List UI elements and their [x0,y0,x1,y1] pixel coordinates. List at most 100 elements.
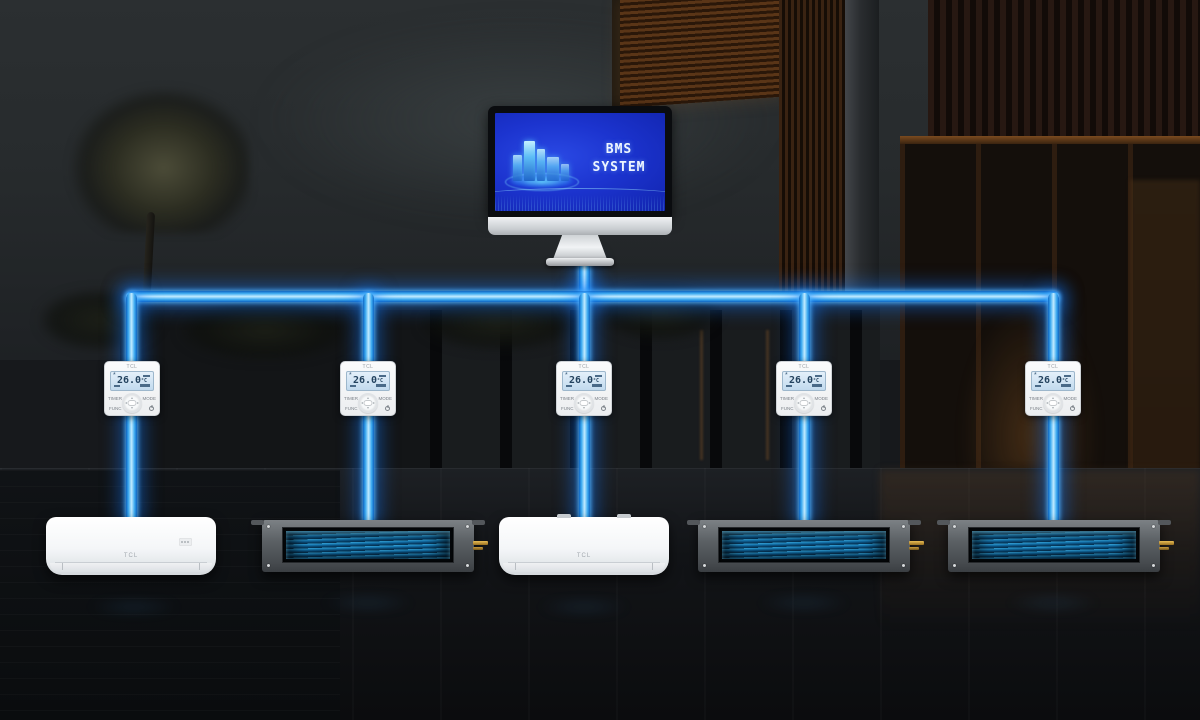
mounting-clip [617,514,631,518]
temperature-readout: 26.0°C [788,375,820,386]
ok-button[interactable] [127,400,137,406]
flap-notch [199,563,200,570]
arrow-left-icon[interactable]: ◂ [1046,400,1049,405]
power-icon[interactable] [1070,406,1075,411]
wired-controller-2: TCL * 26.0°C ▴ ▾ ◂ ▸ TIMER FUNC MODE [340,361,396,416]
air-outlet-flap [503,563,665,572]
screw [953,525,956,528]
mode-button[interactable]: MODE [594,396,609,401]
arrow-down-icon[interactable]: ▾ [1051,405,1055,410]
lcd-segment [376,384,386,387]
func-button[interactable]: FUNC [781,406,794,411]
floor-light-reflection [756,596,852,610]
lcd-segment [592,384,602,387]
mode-button[interactable]: MODE [1063,396,1078,401]
floor-light-reflection [536,600,632,614]
controller-dial[interactable]: ▴ ▾ ◂ ▸ [358,393,378,413]
arrow-down-icon[interactable]: ▾ [366,405,370,410]
power-icon[interactable] [821,406,826,411]
controller-dial[interactable]: ▴ ▾ ◂ ▸ [794,393,814,413]
city-buildings-icon [505,129,579,191]
wired-controller-5: TCL * 26.0°C ▴ ▾ ◂ ▸ TIMER FUNC MODE [1025,361,1081,416]
evaporator-coil [722,531,886,559]
coil-opening [718,527,890,563]
mode-button[interactable]: MODE [142,396,157,401]
ok-button[interactable] [579,400,589,406]
controller-dial[interactable]: ▴ ▾ ◂ ▸ [1043,393,1063,413]
arrow-up-icon[interactable]: ▴ [802,395,806,400]
screen-title: BMS SYSTEM [581,141,657,177]
arrow-right-icon[interactable]: ▸ [808,400,811,405]
power-icon[interactable] [149,406,154,411]
coil-opening [968,527,1140,563]
controller-brand: TCL [126,364,138,370]
wired-controller-1: TCL * 26.0°C ▴ ▾ ◂ ▸ TIMER FUNC MODE [104,361,160,416]
mounting-bracket [1158,520,1171,525]
mode-button[interactable]: MODE [814,396,829,401]
timer-button[interactable]: TIMER [780,396,794,401]
arrow-right-icon[interactable]: ▸ [372,400,375,405]
timer-button[interactable]: TIMER [344,396,358,401]
timer-button[interactable]: TIMER [108,396,122,401]
lcd-segment [1035,385,1041,387]
controller-lcd: * 26.0°C [782,371,826,391]
mounting-clip [557,514,571,518]
wall-ac-unit-1: TCL [46,517,216,575]
building-bar [513,155,522,181]
arrow-left-icon[interactable]: ◂ [361,400,364,405]
arrow-right-icon[interactable]: ▸ [136,400,139,405]
palm-tree-canopy [70,88,250,233]
lcd-segment [815,375,822,377]
floor-light-reflection [86,600,182,614]
air-outlet-flap-line [508,562,660,563]
lcd-segment [379,375,386,377]
mode-button[interactable]: MODE [378,396,393,401]
arrow-left-icon[interactable]: ◂ [797,400,800,405]
arrow-left-icon[interactable]: ◂ [577,400,580,405]
fan-icon: * [565,372,568,379]
ok-button[interactable] [1048,400,1058,406]
lcd-segment [566,385,572,387]
lcd-segment [595,375,602,377]
timer-button[interactable]: TIMER [560,396,574,401]
func-button[interactable]: FUNC [1030,406,1043,411]
controller-lcd: * 26.0°C [1031,371,1075,391]
screw [953,564,956,567]
arrow-up-icon[interactable]: ▴ [1051,395,1055,400]
arrow-up-icon[interactable]: ▴ [366,395,370,400]
lcd-segment [812,384,822,387]
monitor-bezel: BMS SYSTEM [488,106,672,217]
refrigerant-pipe [909,547,919,550]
background-pool-ripples [0,470,340,720]
monitor-stand-neck [552,235,608,262]
bms-monitor: BMS SYSTEM [488,106,672,268]
arrow-right-icon[interactable]: ▸ [1057,400,1060,405]
screen-title-line2: SYSTEM [592,160,646,175]
controller-dial[interactable]: ▴ ▾ ◂ ▸ [122,393,142,413]
power-icon[interactable] [601,406,606,411]
flap-notch [515,563,516,570]
arrow-up-icon[interactable]: ▴ [130,395,134,400]
ok-button[interactable] [363,400,373,406]
screw [1152,564,1155,567]
wired-controller-4: TCL * 26.0°C ▴ ▾ ◂ ▸ TIMER FUNC MODE [776,361,832,416]
timer-button[interactable]: TIMER [1029,396,1043,401]
arrow-down-icon[interactable]: ▾ [802,405,806,410]
ok-button[interactable] [799,400,809,406]
arrow-right-icon[interactable]: ▸ [588,400,591,405]
func-button[interactable]: FUNC [109,406,122,411]
controller-lcd: * 26.0°C [110,371,154,391]
power-icon[interactable] [385,406,390,411]
controller-dial[interactable]: ▴ ▾ ◂ ▸ [574,393,594,413]
arrow-left-icon[interactable]: ◂ [125,400,128,405]
network-link-monitor-drop [578,263,590,297]
arrow-up-icon[interactable]: ▴ [582,395,586,400]
arrow-down-icon[interactable]: ▾ [582,405,586,410]
arrow-down-icon[interactable]: ▾ [130,405,134,410]
func-button[interactable]: FUNC [561,406,574,411]
ducted-ac-unit-5 [937,520,1174,572]
evaporator-coil [286,531,450,559]
monitor-screen: BMS SYSTEM [495,113,665,211]
func-button[interactable]: FUNC [345,406,358,411]
